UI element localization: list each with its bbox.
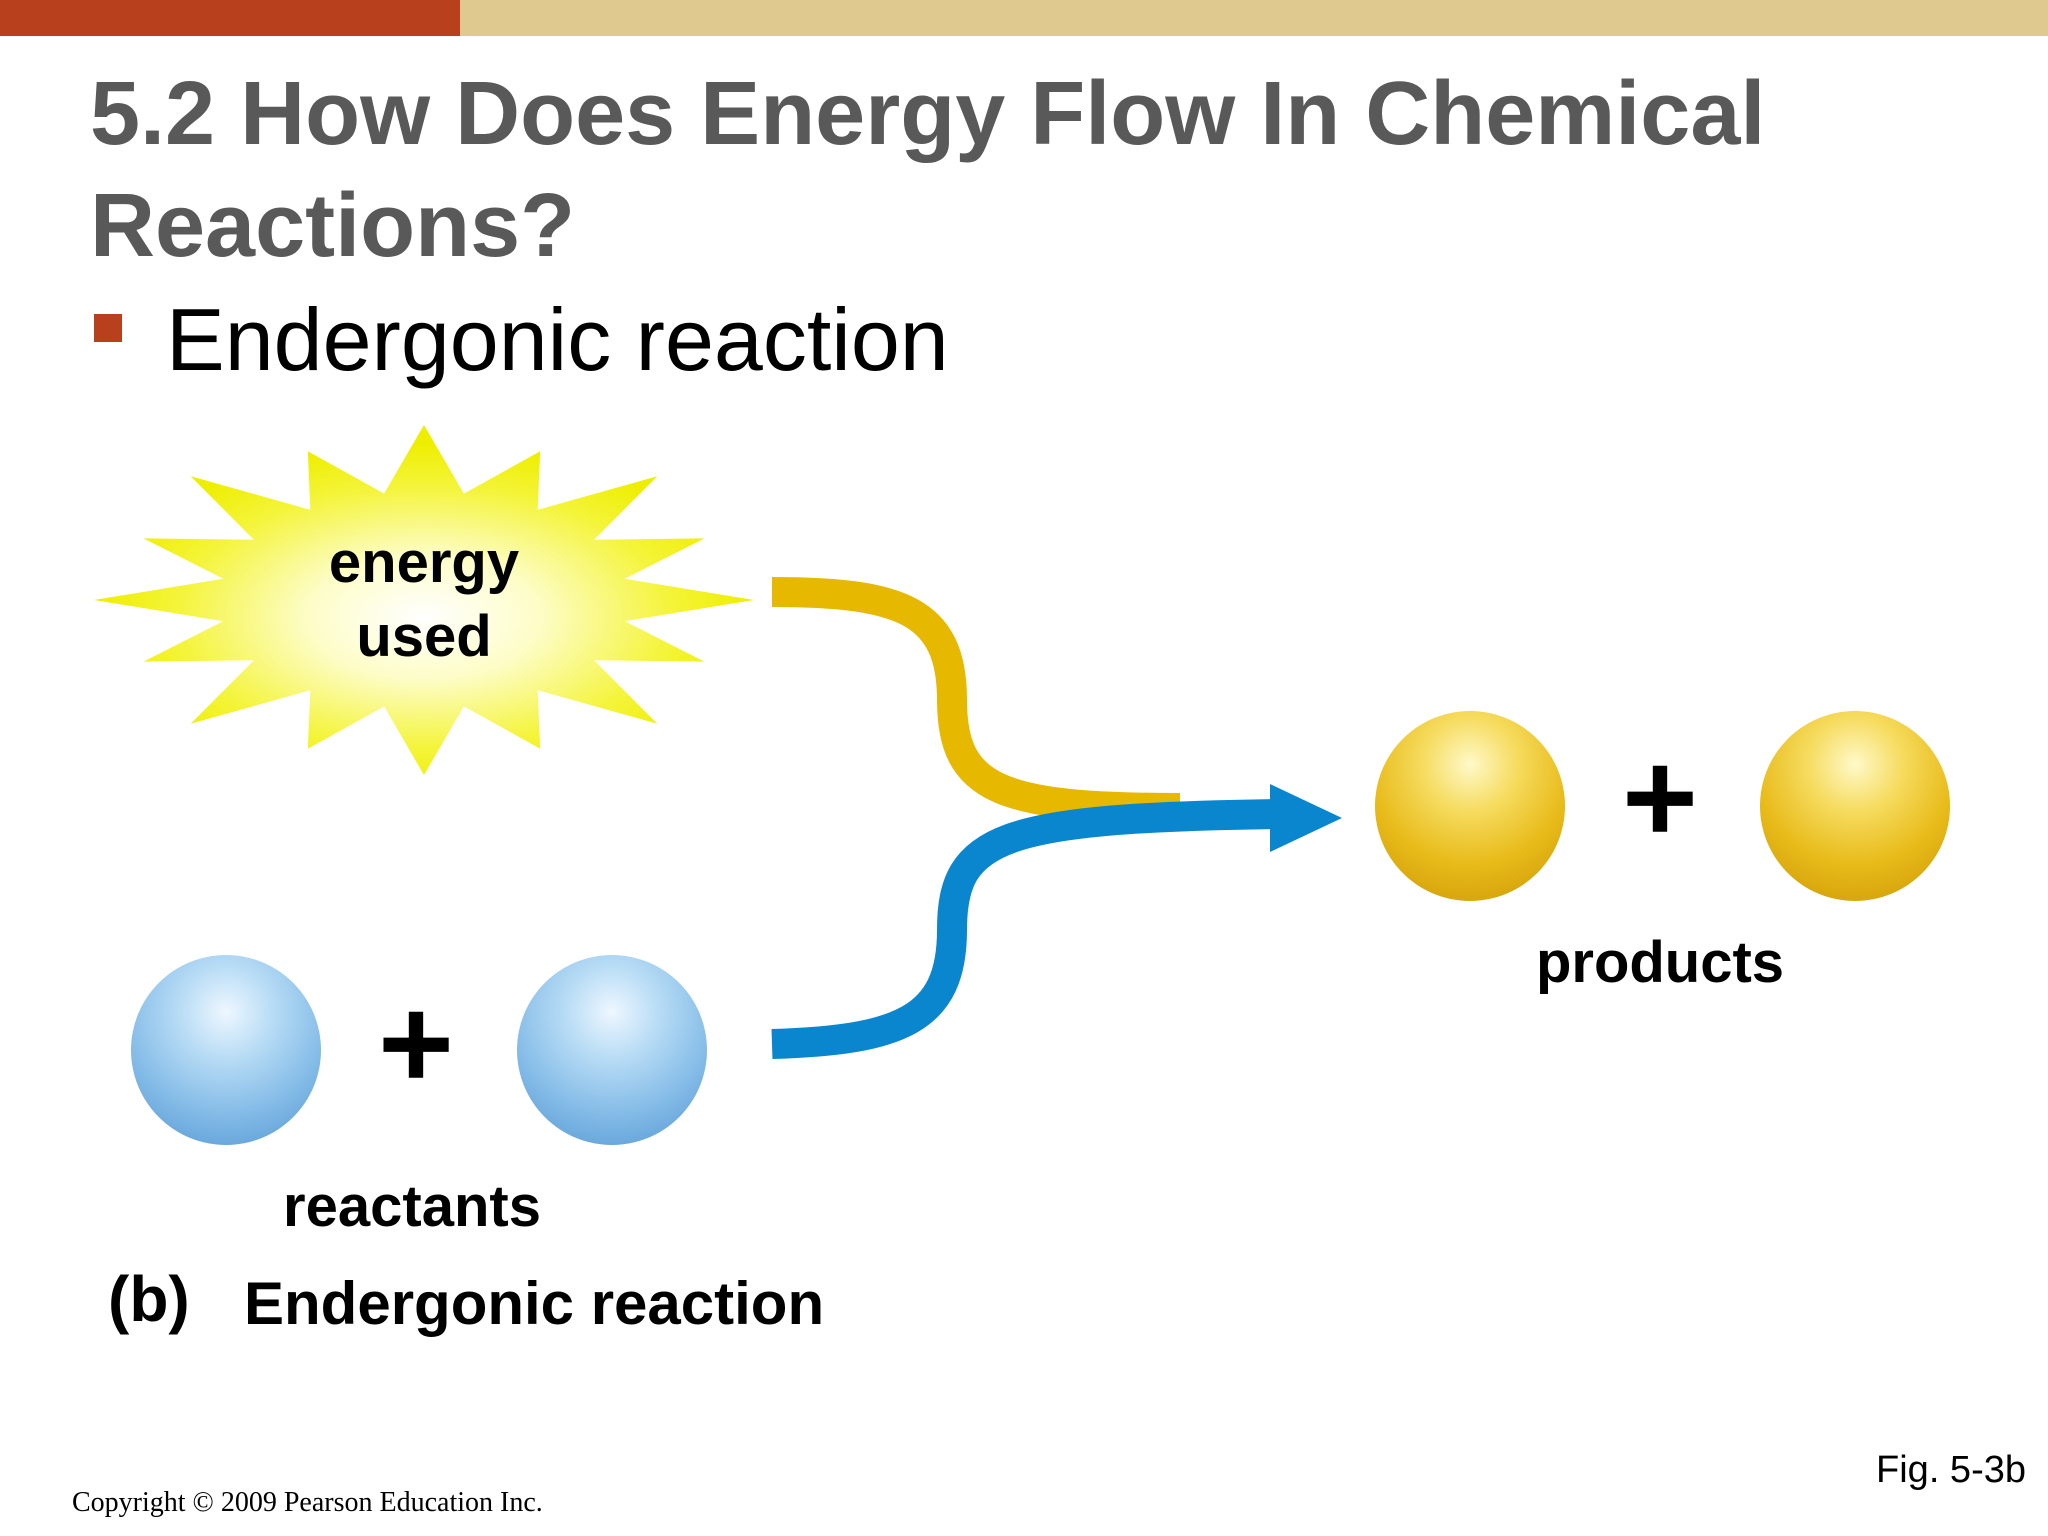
plus-products: + bbox=[1622, 724, 1698, 870]
energy-arrow-icon bbox=[771, 577, 1181, 823]
top-bar bbox=[460, 0, 2048, 36]
reactant-sphere-icon bbox=[131, 955, 321, 1145]
plus-reactants: + bbox=[378, 970, 454, 1116]
page-title: 5.2 How Does Energy Flow In Chemical Rea… bbox=[90, 64, 1766, 276]
energy-label-line1: energy bbox=[329, 530, 519, 595]
caption-text: Endergonic reaction bbox=[244, 1270, 825, 1337]
energy-label-line2: used bbox=[356, 604, 491, 669]
reactants-label: reactants bbox=[283, 1174, 541, 1239]
caption-letter: (b) bbox=[108, 1263, 190, 1335]
reactant-sphere-icon bbox=[517, 955, 707, 1145]
reactant-arrow-icon bbox=[771, 799, 1281, 1059]
figure-reference: Fig. 5-3b bbox=[1876, 1449, 2026, 1491]
product-sphere-icon bbox=[1375, 711, 1565, 901]
energy-burst-icon bbox=[94, 425, 754, 775]
arrow-head-icon bbox=[1270, 784, 1342, 852]
products-label: products bbox=[1536, 930, 1784, 995]
bullet-square-icon bbox=[94, 314, 122, 342]
product-sphere-icon bbox=[1760, 711, 1950, 901]
accent-bar bbox=[0, 0, 460, 36]
copyright: Copyright © 2009 Pearson Education Inc. bbox=[72, 1487, 543, 1518]
bullet-text: Endergonic reaction bbox=[166, 290, 949, 389]
